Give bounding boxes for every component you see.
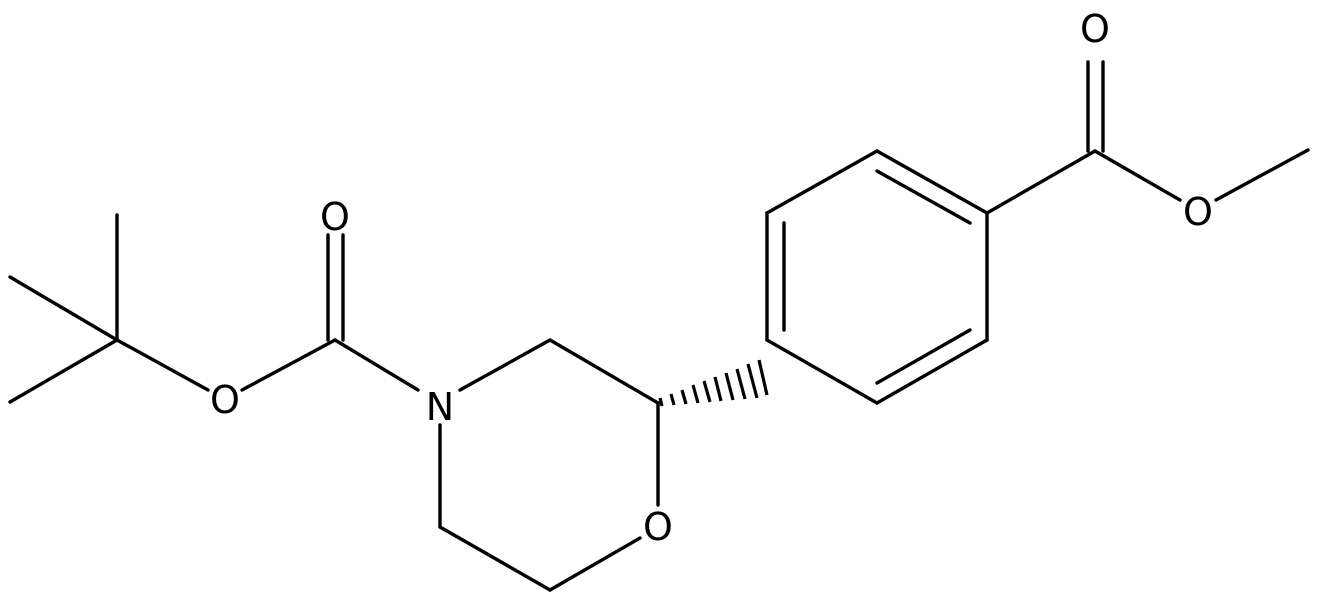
bond-n-to-c3 (458, 338, 552, 392)
atom-n-morpholine: N (426, 385, 454, 429)
atom-o-carbonyl-ester: O (1080, 7, 1110, 51)
bond-ring-c5-c6 (875, 338, 989, 405)
bond-oxygen-to-methyl (1214, 148, 1310, 202)
hashed-wedge-bond (658, 359, 769, 407)
bond-o-to-c6 (548, 536, 642, 592)
bond-ester-carbon-to-oxygen (1093, 149, 1182, 202)
bond-ring-to-ester-carbon (985, 149, 1097, 215)
bond-tbu-methyl-left-lower (8, 338, 119, 404)
bond-oxygen-to-carbonyl-carbon (240, 338, 337, 392)
bond-tbu-to-oxygen (115, 338, 210, 392)
bond-ring-c3-c4 (875, 149, 989, 215)
atom-o-ester-methyl: O (1183, 190, 1213, 234)
bond-ring-c5-c6-inner (875, 328, 972, 385)
bond-tbu-methyl-left-upper (8, 275, 119, 342)
bond-ring-c2-c3 (765, 149, 879, 215)
bond-c6-to-c5 (438, 525, 552, 592)
atom-o-carbonyl-boc: O (320, 195, 350, 239)
bond-ring-c3-c4-inner (875, 169, 972, 225)
atom-o-morpholine: O (643, 505, 673, 549)
bond-ring-c6-c1 (765, 338, 879, 405)
bond-carbonyl-carbon-to-n (333, 338, 420, 392)
bond-c3-to-c2 (548, 338, 660, 405)
atom-o-ester-boc: O (210, 378, 240, 422)
